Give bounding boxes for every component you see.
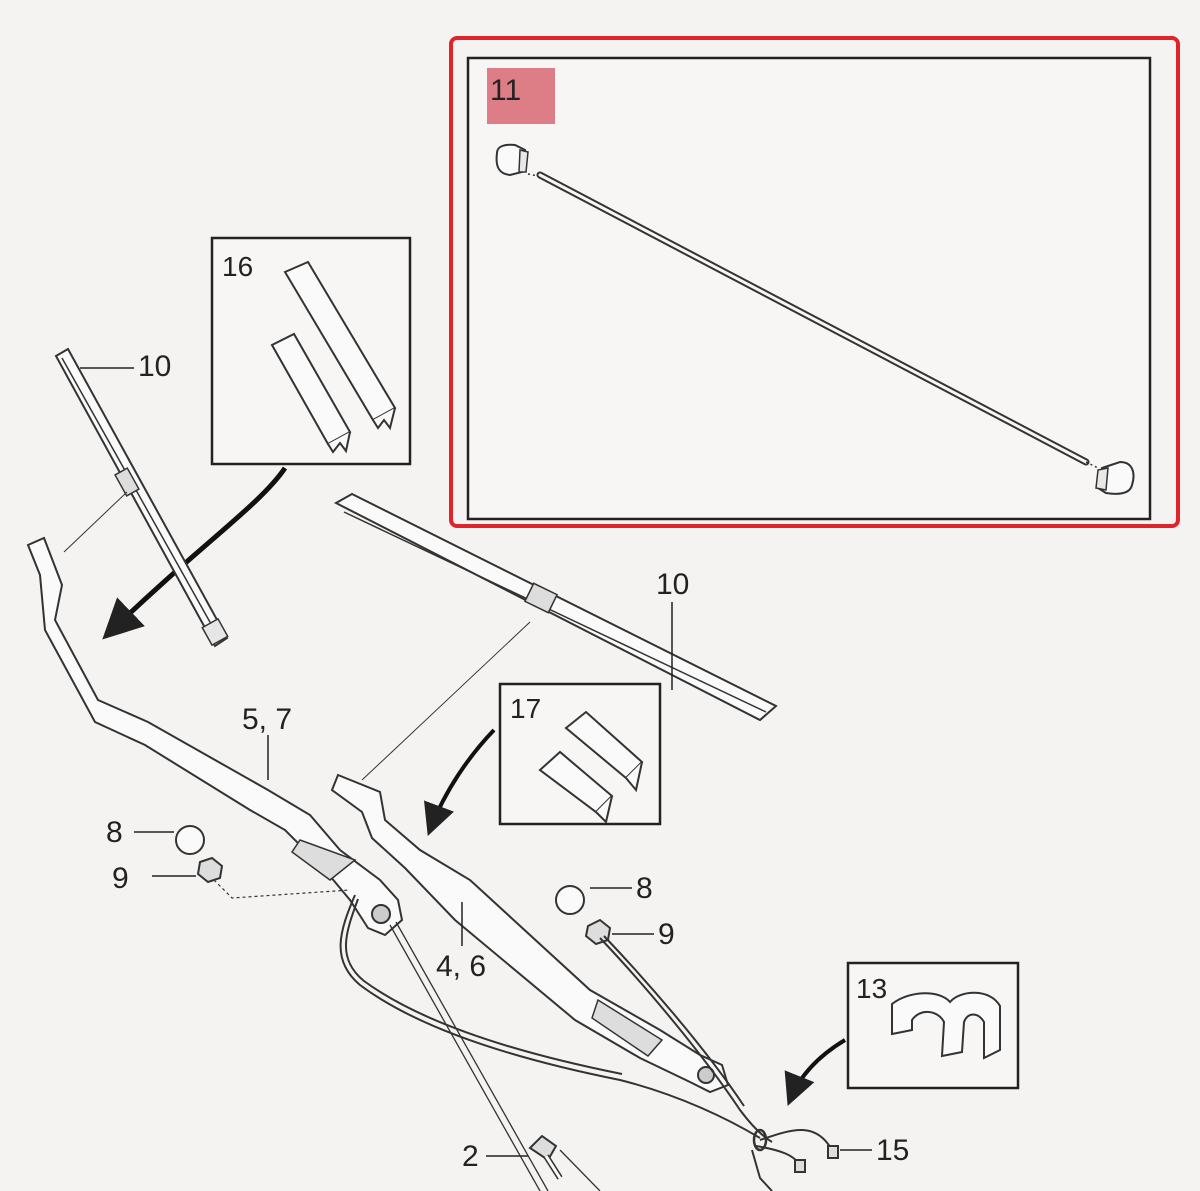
callout-8-right: 8 [636,872,653,905]
left-cap[interactable] [175,825,205,855]
callout-17: 17 [510,693,541,724]
callout-9-left: 9 [112,862,129,895]
callout-8-left: 8 [106,816,123,849]
part-17-inset[interactable]: 17 [424,682,662,836]
right-wiper-arm[interactable] [330,773,730,1094]
inset-frame [466,56,1152,521]
pointer-arrow [102,466,288,640]
blade-rubber-insert [495,143,1135,495]
wiper-linkage-lines [389,921,601,1191]
callout-9-right: 9 [658,918,675,951]
highlight-frame [449,36,1180,528]
washer-hoses[interactable] [339,894,839,1191]
callout-5-7: 5, 7 [242,703,292,736]
part-16-inset[interactable]: 16 [102,236,412,640]
end-cap-pair [270,260,397,454]
left-nut[interactable] [196,856,224,884]
callout-2: 2 [462,1140,479,1173]
callout-10-right: 10 [656,568,689,601]
hose-clip [891,991,1001,1060]
callout-4-6: 4, 6 [436,950,486,983]
pointer-arrow [784,1038,847,1106]
part-11-inset[interactable]: 11 [449,36,1180,528]
right-nut[interactable] [584,918,612,946]
bolt[interactable] [528,1134,563,1180]
pointer-arrow [424,728,496,836]
right-cap[interactable] [555,885,585,915]
callout-10-left: 10 [138,350,171,383]
callout-16: 16 [222,251,253,282]
callout-11: 11 [490,74,521,107]
part-13-inset[interactable]: 13 [784,961,1020,1106]
right-wiper-blade[interactable] [333,492,778,722]
end-cap-pair [538,710,644,824]
part-tag-11 [487,68,555,124]
left-wiper-blade[interactable] [54,347,229,648]
callout-13: 13 [856,973,887,1004]
callout-15: 15 [876,1134,909,1167]
left-wiper-arm[interactable] [26,536,404,937]
